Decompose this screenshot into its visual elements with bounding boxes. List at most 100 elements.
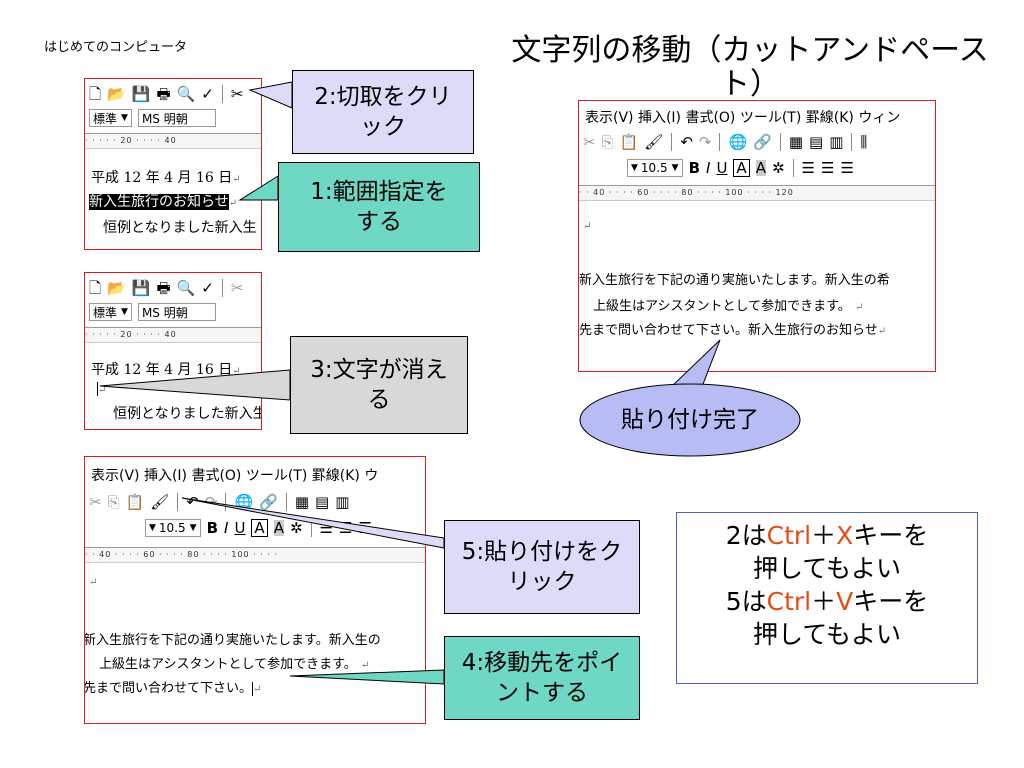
format-painter-icon[interactable]: 🖌	[150, 493, 170, 511]
new-document-icon[interactable]: 🗋	[89, 279, 102, 297]
font-combo[interactable]: MS 明朝	[137, 303, 216, 321]
print-preview-icon[interactable]: 🔍	[176, 279, 196, 297]
bold-icon[interactable]: B	[206, 519, 218, 537]
callout-pointer-select	[238, 175, 279, 201]
columns-icon[interactable]: ⫼	[860, 133, 868, 151]
copy-icon[interactable]: ⎘	[601, 133, 614, 151]
save-icon[interactable]: 💾	[131, 85, 151, 103]
toolbar-divider	[221, 85, 223, 103]
menu-bar[interactable]: 表示(V) 挿入(I) 書式(O) ツール(T) 罫線(K) ウ	[91, 468, 379, 484]
copy-icon[interactable]: ⎘	[107, 493, 120, 511]
redo-icon[interactable]: ↷	[698, 133, 712, 151]
cut-icon[interactable]: ✂	[583, 133, 596, 151]
underline-icon[interactable]: U	[234, 519, 246, 537]
excel-icon[interactable]: ▥	[335, 493, 350, 511]
char-effect-icon[interactable]: ✲	[771, 159, 785, 177]
doc-date-line: 平成 12 年 4 月 16 日↵	[91, 170, 241, 186]
toolbar-divider	[221, 279, 223, 297]
toolbar-divider	[792, 159, 794, 177]
undo-icon[interactable]: ↶	[186, 493, 199, 511]
font-size-combo[interactable]: ▼10.5▼	[627, 159, 683, 177]
toolbar-divider	[779, 133, 781, 151]
style-combo[interactable]: 標準▼	[89, 303, 132, 321]
font-combo[interactable]: MS 明朝	[137, 109, 216, 127]
print-icon[interactable]: 🖶	[156, 279, 171, 297]
text-caret	[97, 382, 98, 396]
grid-icon[interactable]: ▤	[809, 133, 824, 151]
ruler: · · 40 · · · · 60 · · · · 80 · · · · 100…	[85, 547, 425, 563]
align-right-icon[interactable]: ☰	[840, 159, 854, 177]
toolbar-divider	[310, 519, 312, 537]
char-shading-icon[interactable]: A	[755, 159, 766, 177]
spellcheck-icon[interactable]: ✓	[201, 85, 214, 103]
shortcut-info-box: 2はCtrl＋Xキーを 押してもよい 5はCtrl＋Vキーを 押してもよい	[676, 512, 978, 684]
screenshot-paste-step: 表示(V) 挿入(I) 書式(O) ツール(T) 罫線(K) ウ ✂ ⎘ 📋 🖌…	[84, 456, 426, 724]
cut-icon[interactable]: ✂	[89, 493, 102, 511]
callout-erased: 3:文字が消える	[290, 336, 468, 434]
web-icon[interactable]: 🌐	[728, 133, 748, 151]
spellcheck-icon[interactable]: ✓	[201, 279, 214, 297]
formatting-toolbar: 標準▼ MS 明朝	[85, 109, 261, 127]
slide-title: 文字列の移動（カットアンドペースト）	[511, 33, 989, 102]
screenshot-paste-done: 表示(V) 挿入(I) 書式(O) ツール(T) 罫線(K) ウィン ✂ ⎘ 📋…	[578, 100, 936, 372]
save-icon[interactable]: 💾	[131, 279, 151, 297]
web-icon[interactable]: 🌐	[234, 493, 254, 511]
grid-icon[interactable]: ▤	[315, 493, 330, 511]
toolbar-divider	[719, 133, 721, 151]
bold-icon[interactable]: B	[688, 159, 700, 177]
toolbar-divider	[225, 493, 227, 511]
shortcut-line-paste: 5はCtrl＋Vキーを	[725, 587, 929, 616]
toolbar-divider	[851, 133, 853, 151]
open-folder-icon[interactable]: 📂	[107, 85, 126, 103]
style-combo[interactable]: 標準▼	[89, 109, 132, 127]
cut-icon[interactable]: ✂	[230, 279, 244, 297]
char-effect-icon[interactable]: ✲	[289, 519, 303, 537]
align-center-icon[interactable]: ☰	[820, 159, 835, 177]
paste-icon[interactable]: 📋	[619, 133, 639, 151]
callout-paste: 5:貼り付けをクリック	[444, 520, 640, 614]
doc-pasted-line: 先まで問い合わせて下さい。新入生旅行のお知らせ↵	[579, 323, 887, 338]
doc-date-line: 平成 12 年 4 月 16 日↵	[91, 362, 241, 378]
screenshot-select: 🗋 📂 💾 🖶 🔍 ✓ ✂ 標準▼ MS 明朝 · · · · · 20 · ·…	[84, 78, 262, 250]
underline-icon[interactable]: U	[716, 159, 728, 177]
doc-empty-line: ↵	[97, 381, 106, 397]
align-left-icon[interactable]: ☰	[801, 159, 815, 177]
excel-icon[interactable]: ▥	[829, 133, 844, 151]
doc-selected-title[interactable]: 新入生旅行のお知らせ↵	[89, 194, 238, 210]
formatting-toolbar: ▼10.5▼ B I U A A ✲ ☰ ☰ ☰	[579, 159, 935, 177]
callout-select: 1:範囲指定をする	[278, 162, 480, 252]
callout-pointer-cut	[248, 81, 293, 109]
shortcut-line-cut: 2はCtrl＋Xキーを	[725, 521, 929, 550]
italic-icon[interactable]: I	[224, 519, 229, 537]
doc-insert-line[interactable]: 先まで問い合わせて下さい。↵	[84, 681, 262, 696]
toolbar-divider	[285, 493, 287, 511]
cut-icon[interactable]: ✂	[230, 85, 244, 103]
new-document-icon[interactable]: 🗋	[89, 85, 102, 103]
open-folder-icon[interactable]: 📂	[107, 279, 126, 297]
doc-body-line: 上級生はアシスタントとして参加できます。 ↵	[99, 657, 370, 672]
toolbar-divider	[177, 493, 179, 511]
doc-body-line: 新入生旅行を下記の通り実施いたします。新入生の	[84, 633, 381, 648]
char-border-icon[interactable]: A	[733, 159, 750, 177]
hyperlink-icon[interactable]: 🔗	[259, 493, 278, 511]
doc-body-line: 恒例となりました新入生	[103, 220, 257, 236]
undo-icon[interactable]: ↶	[680, 133, 693, 151]
menu-bar[interactable]: 表示(V) 挿入(I) 書式(O) ツール(T) 罫線(K) ウィン	[585, 110, 901, 126]
toolbar-divider	[671, 133, 673, 151]
table-icon[interactable]: ▦	[294, 493, 310, 511]
paste-icon[interactable]: 📋	[125, 493, 145, 511]
ruler: · · · · · 20 · · · · 40	[85, 133, 261, 149]
table-icon[interactable]: ▦	[788, 133, 804, 151]
hyperlink-icon[interactable]: 🔗	[753, 133, 772, 151]
header-title: はじめてのコンピュータ	[44, 40, 188, 55]
format-painter-icon[interactable]: 🖌	[644, 133, 664, 151]
callout-ellipse-done	[579, 383, 801, 457]
italic-icon[interactable]: I	[706, 159, 711, 177]
font-size-combo[interactable]: ▼10.5▼	[145, 519, 201, 537]
doc-empty-line: ↵	[89, 577, 98, 588]
print-icon[interactable]: 🖶	[156, 85, 171, 103]
print-preview-icon[interactable]: 🔍	[176, 85, 196, 103]
char-shading-icon[interactable]: A	[273, 519, 284, 537]
char-border-icon[interactable]: A	[251, 519, 268, 537]
